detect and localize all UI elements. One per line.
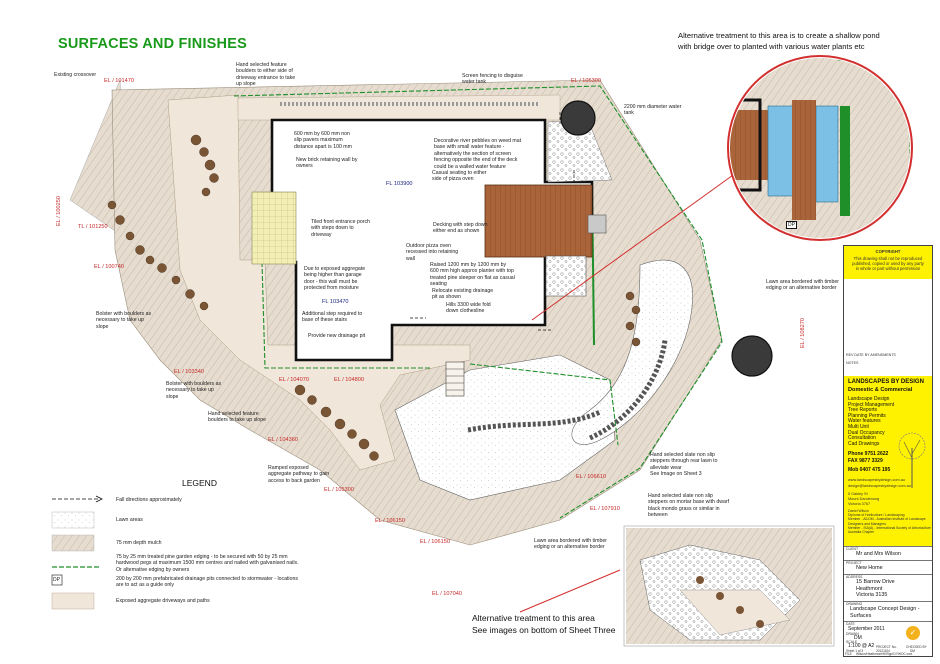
sheet-value: Sheet 1 of 3 [846, 649, 864, 653]
note-additional-step: Additional step required to base of thes… [302, 311, 363, 324]
level-el-105300-b: EL / 105300 [324, 487, 354, 493]
legend-item-aggregate: Exposed aggregate driveways and paths [116, 598, 210, 604]
title-block-company-panel: LANDSCAPES BY DESIGN Domestic & Commerci… [844, 376, 932, 546]
note-water-tank: 2200 mm diameter water tank [624, 104, 682, 117]
title-block-copyright: This drawing shall not be reproduced pub… [852, 256, 924, 271]
note-feature-boulders-driveway: Hand selected feature boulders to either… [236, 62, 296, 88]
level-el-101470: EL / 101470 [104, 78, 134, 84]
legend-item-mulch: 75 mm depth mulch [116, 540, 162, 546]
level-el-100740: EL / 100740 [94, 264, 124, 270]
scale-label: SCALE [846, 640, 858, 644]
note-casual-seating: Casual seating to either side of pizza o… [432, 170, 487, 183]
scale-value: 1:100 @ A2 [848, 643, 875, 649]
date-value: September 2011 [848, 626, 885, 632]
note-boulders-slope: Hand selected feature boulders to take u… [208, 411, 266, 424]
note-bolster-mid: Bolster with boulders as necessary to ta… [166, 381, 222, 400]
level-el-106150-b: EL / 106150 [420, 539, 450, 545]
file-label: FILE [845, 652, 852, 656]
level-el-106610: EL / 106610 [576, 474, 606, 480]
note-slate-mortar: Hand selected slate non slip steppers on… [648, 493, 730, 519]
checkmark-logo-icon: ✓ [906, 626, 920, 640]
note-aggregate-garage: Due to exposed aggregate being higher th… [304, 266, 366, 292]
client-label: CLIENT [846, 547, 859, 551]
company-subtitle: Domestic & Commercial [848, 387, 913, 393]
project-no-label: PROJECT No. [876, 645, 897, 649]
note-lawn-timber-bottom: Lawn area bordered with timber edging or… [534, 538, 607, 551]
legend-item-drainage: 200 by 200 mm prefabricated drainage pit… [116, 576, 298, 589]
legend-item-edging: 75 by 25 mm treated pine garden edging -… [116, 554, 299, 573]
checked-label: CHECKED BY [906, 645, 927, 649]
level-el-104800: EL / 104800 [334, 377, 364, 383]
drawn-value: DM [854, 635, 862, 641]
address-label: ADDRESS [846, 575, 863, 579]
title-block: COPYRIGHT This drawing shall not be repr… [843, 245, 933, 657]
company-email: design@landscapesbydesign.com.au [848, 484, 911, 488]
legend-title: LEGEND [182, 478, 217, 488]
company-address: 5 Oakley St Mount Dandenong Victoria 376… [848, 492, 880, 506]
note-river-pebbles: Decorative river pebbles on weed mat bas… [434, 138, 522, 170]
alt-treatment-bottom-note: Alternative treatment to this area See i… [472, 613, 616, 635]
level-el-108270: EL / 108270 [800, 318, 806, 348]
alt-treatment-top-note: Alternative treatment to this area is to… [678, 31, 880, 51]
level-el-106150: EL / 106150 [375, 518, 405, 524]
level-el-103340: EL / 103340 [174, 369, 204, 375]
project-no-value: 20121104 [876, 649, 890, 653]
company-phone: Phone 9751 2622 [848, 451, 889, 457]
legend-dp-symbol: DP [53, 577, 60, 583]
drawing-value: Landscape Concept Design - Surfaces [850, 606, 920, 619]
tree-logo-icon [898, 432, 926, 488]
file-value: Wilson/Heathmont/H09pp01YWOC.vwx [856, 652, 913, 656]
company-credentials: Daniel Wilson Diploma of Horticulture / … [848, 509, 931, 535]
legend-item-lawn: Lawn areas [116, 517, 143, 523]
note-pavers: 600 mm by 600 mm non slip pavers maximum… [294, 131, 352, 150]
company-services: Landscape Design Project Management Tree… [848, 396, 895, 447]
title-block-copyright-head: COPYRIGHT [844, 246, 932, 279]
project-value: New Home [856, 565, 883, 571]
level-el-100250: EL / 100250 [56, 196, 62, 226]
project-label: PROJECT [846, 561, 862, 565]
company-mobile: Mob 0407 475 195 [848, 467, 891, 473]
note-entrance-porch: Tiled front entrance porch with steps do… [311, 219, 370, 238]
note-decking: Decking with step down either end as sho… [433, 222, 488, 235]
company-web: www.landscapesbydesign.com.au [848, 478, 905, 482]
callout-dp-marker: DP [786, 221, 797, 229]
note-clothesline: Hills 3300 wide fold down clothesline [446, 302, 491, 315]
level-el-104360: EL / 104360 [268, 437, 298, 443]
level-el-107910: EL / 107910 [590, 506, 620, 512]
client-value: Mr and Mrs Wilson [856, 551, 901, 557]
level-el-104070: EL / 104070 [279, 377, 309, 383]
level-tl-101250: TL / 101250 [78, 224, 108, 230]
level-el-107040: EL / 107040 [432, 591, 462, 597]
level-el-105300: EL / 105300 [571, 78, 601, 84]
note-screen-fencing: Screen fencing to disguise water tank [462, 73, 523, 86]
note-retaining-wall: New brick retaining wall by owners [296, 157, 358, 170]
note-raised-planter: Raised 1200 mm by 1200 mm by 600 mm high… [430, 262, 515, 288]
note-existing-crossover: Existing crossover [54, 72, 97, 78]
note-bolster-top: Bolster with boulders as necessary to ta… [96, 311, 152, 330]
title-block-notes-label: NOTES [846, 361, 859, 365]
legend-item-fall: Fall directions approximately [116, 497, 182, 503]
note-pizza-oven: Outdoor pizza oven recessed into retaini… [406, 243, 459, 262]
note-slate-steppers: Hand selected slate non slip steppers th… [650, 452, 718, 478]
title-block-rev-headers: REV DATE BY AMENDMENTS [846, 353, 896, 357]
drawing-label: DRAWING [846, 602, 863, 606]
note-lawn-timber-right: Lawn area bordered with timber edging or… [766, 279, 839, 292]
floor-level-103470: FL 103470 [322, 299, 349, 305]
drawn-label: DRAWN [846, 632, 859, 636]
site-address-value: 15 Barrow Drive Heathmont Victoria 3135 [856, 579, 895, 598]
checked-value: DM [910, 649, 915, 653]
date-label: DATE [846, 622, 855, 626]
note-ramped-pathway: Ramped exposed aggregate pathway to gain… [268, 465, 330, 484]
company-name: LANDSCAPES BY DESIGN [848, 379, 924, 385]
note-relocate-drainage: Relocate existing drainage pit as shown [432, 288, 494, 301]
floor-level-103900: FL 103900 [386, 181, 413, 187]
company-fax: FAX 9877 3329 [848, 458, 883, 464]
note-drainage-pit: Provide new drainage pit [308, 333, 366, 339]
page-title: SURFACES AND FINISHES [58, 36, 247, 52]
